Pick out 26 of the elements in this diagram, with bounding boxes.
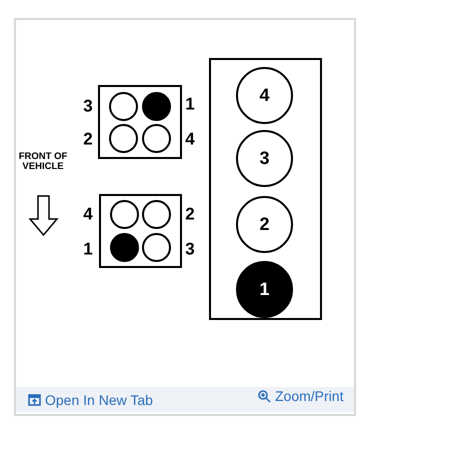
terminal-number: 2: [83, 130, 93, 148]
cylinder-number: 3: [259, 148, 270, 169]
terminal-number: 3: [185, 240, 195, 258]
coil-terminal-circle: [142, 124, 171, 153]
terminal-number: 1: [83, 240, 93, 258]
coil-terminal-circle: [110, 233, 139, 262]
coil-terminal-circle: [110, 200, 139, 229]
direction-label: FRONT OF VEHICLE: [18, 152, 68, 172]
cylinder-number: 1: [259, 279, 270, 300]
terminal-number: 3: [83, 98, 93, 114]
cylinder-number: 2: [259, 214, 270, 235]
coil-terminal-circle: [142, 200, 171, 229]
terminal-number: 2: [185, 206, 195, 222]
terminal-number: 4: [185, 130, 195, 148]
coil-terminal-circle: [142, 92, 171, 121]
coil-terminal-circle: [142, 233, 171, 262]
terminal-number: 4: [83, 206, 93, 222]
link: Open In New Tab: [45, 392, 153, 408]
link: Zoom/Print: [275, 388, 344, 404]
engine-block-outline: [209, 58, 322, 320]
coil-pack-box: [99, 194, 182, 268]
coil-terminal-circle: [109, 124, 138, 153]
terminal-number: 1: [185, 96, 195, 112]
coil-pack-box: [98, 85, 182, 159]
coil-terminal-circle: [109, 92, 138, 121]
cylinder-number: 4: [259, 85, 270, 106]
